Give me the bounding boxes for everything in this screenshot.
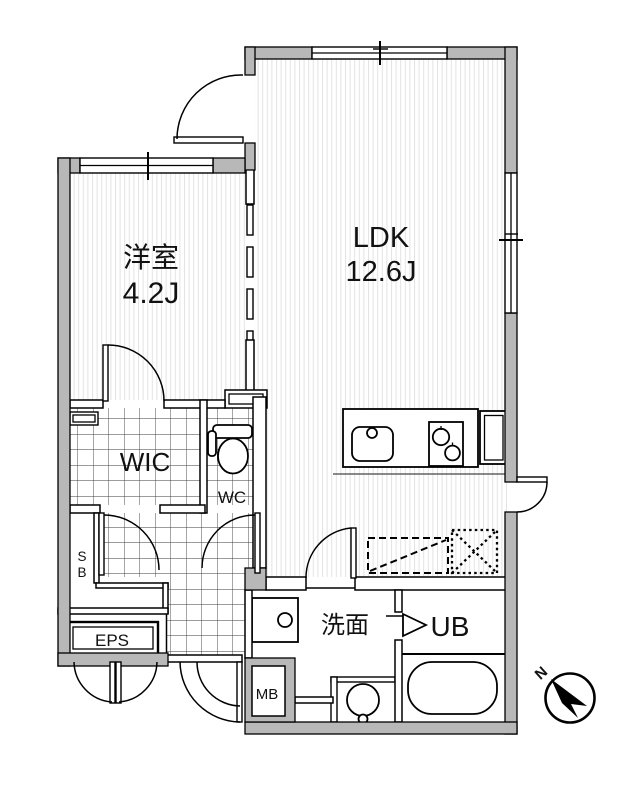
washer-pan-top — [330, 676, 396, 683]
wall-wic-corridor-right — [159, 504, 206, 514]
partition-dash — [246, 246, 254, 278]
eps-label: EPS — [95, 631, 129, 650]
western-room-area-label: 4.2J — [123, 277, 180, 310]
wall-north-bedroom-right — [212, 157, 246, 174]
bathtub — [407, 661, 498, 715]
door-service-east — [516, 476, 548, 513]
eps-box-inner — [72, 626, 154, 650]
entrance-threshold — [165, 654, 243, 663]
kitchen — [333, 408, 508, 475]
kitchen-faucet-icon — [366, 427, 378, 439]
door-eps-double — [73, 661, 158, 704]
counter-space-diagonal — [369, 539, 447, 572]
doors — [73, 74, 548, 723]
toilet-tank — [212, 424, 253, 439]
floor-corridor — [99, 513, 253, 577]
wic-shelf — [69, 411, 99, 426]
kitchen-sink — [351, 426, 394, 462]
wall-entrance-washroom — [244, 589, 253, 659]
wall-west — [57, 157, 71, 667]
floor-entrance — [166, 577, 245, 655]
ub-door-arrow-icon — [402, 612, 429, 638]
wall-east-bottom — [504, 511, 518, 735]
window-ldk-east — [499, 172, 523, 314]
shoe-box-label-b: B — [77, 565, 86, 580]
wall-south — [244, 721, 518, 735]
unit-bath-label: UB — [431, 611, 470, 642]
wall-ldk-washroom-right — [354, 576, 508, 591]
door-bedroom — [102, 344, 165, 402]
wall-bedroom-wic-left — [69, 399, 104, 409]
appliance-spaces — [367, 528, 499, 575]
washing-machine-icon — [346, 683, 380, 717]
partition-dash — [246, 288, 254, 320]
sb-step-line — [95, 582, 169, 589]
wall-east-top — [504, 46, 518, 174]
door-washroom — [305, 527, 357, 579]
counter-space-dashed — [367, 537, 449, 574]
toilet-bowl — [217, 437, 249, 475]
room-labels: LDK 12.6J 洋室 4.2J WIC WC 洗面 UB EPS MB S … — [77, 222, 469, 703]
stove-burner-icon — [431, 427, 451, 447]
washroom-step-line — [294, 696, 334, 704]
floor-western-room — [70, 173, 246, 400]
wic-label: WIC — [120, 447, 171, 477]
door-wic — [98, 512, 160, 576]
wall-west-ldk-bottom — [244, 142, 256, 171]
wall-east-mid — [504, 312, 518, 483]
wc-label: WC — [218, 488, 246, 507]
wall-sb — [93, 512, 100, 584]
wall-under-sb — [57, 607, 169, 615]
ldk-label: LDK — [353, 222, 410, 254]
door-wc — [201, 512, 261, 574]
wic-shelf-inner — [72, 414, 96, 423]
refrigerator-x — [451, 529, 498, 574]
windows — [79, 41, 523, 314]
wall-partition-top — [245, 167, 255, 205]
wall-washroom-ub-bottom — [394, 639, 403, 723]
toilet-lever — [207, 430, 217, 457]
wall-ldk-washroom-left — [265, 576, 307, 591]
floor-ldk — [254, 59, 507, 577]
compass-needle-icon — [551, 679, 587, 718]
refrigerator-space-dotted — [450, 528, 499, 575]
kitchen-end-cabinet-inner — [483, 414, 504, 461]
western-room-label: 洋室 — [123, 242, 179, 273]
exterior-walls — [57, 46, 518, 735]
ldk-area-label: 12.6J — [346, 256, 417, 288]
wall-wic-wc — [199, 399, 208, 514]
meter-box-inner — [251, 665, 286, 717]
partition-dash — [246, 204, 254, 236]
washroom-label: 洗面 — [321, 612, 369, 639]
vanity-basin-icon — [277, 612, 293, 628]
wall-bedroom-wic-right — [163, 399, 226, 409]
window-ldk-north — [311, 41, 448, 65]
door-entrance — [179, 661, 243, 723]
window-bedroom-north — [79, 152, 214, 180]
shoe-box-label-s: S — [77, 549, 86, 564]
meter-box-label: MB — [256, 686, 279, 703]
door-balcony-north — [173, 74, 244, 144]
wall-west-ldk-top — [244, 46, 256, 76]
fixtures — [69, 411, 507, 725]
stove-burner-icon — [444, 444, 461, 462]
refrigerator-x — [451, 529, 498, 574]
wall-wic-corridor-left — [69, 504, 101, 514]
door-ub-folding — [386, 612, 429, 638]
wall-washroom-ub-top — [394, 589, 403, 613]
